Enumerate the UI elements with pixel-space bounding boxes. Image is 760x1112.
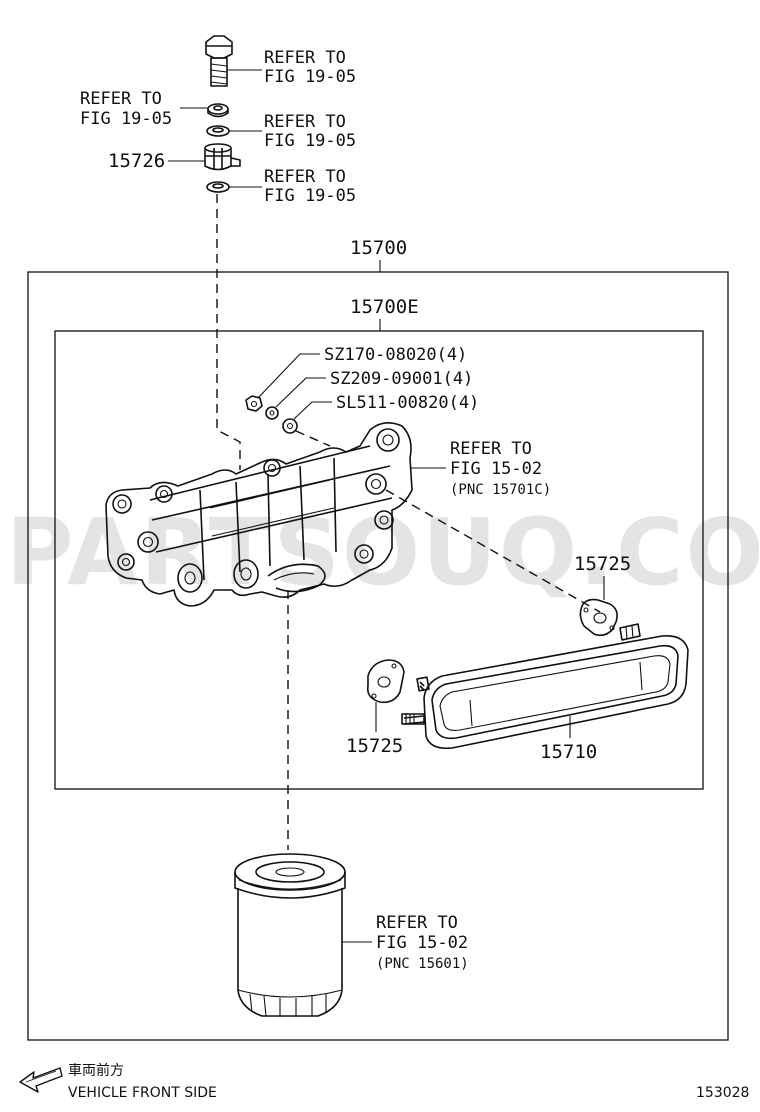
label-15700E: 15700E <box>350 296 419 318</box>
label-15725-right: 15725 <box>574 553 631 575</box>
label-15726: 15726 <box>108 150 165 172</box>
oil-filter[interactable] <box>234 853 346 1017</box>
refer-left-washer-line2: FIG 19-05 <box>80 109 172 129</box>
refer-left-washer-line1: REFER TO <box>80 89 162 109</box>
gasket-15725-left[interactable] <box>366 659 405 704</box>
label-sl511: SL511-00820(4) <box>336 393 479 413</box>
direction-label-en: VEHICLE FRONT SIDE <box>68 1085 217 1101</box>
washer-lower[interactable] <box>206 181 230 193</box>
washer-sz209[interactable] <box>265 406 279 420</box>
gasket-15725-right[interactable] <box>579 598 618 637</box>
oil-cooler-housing[interactable] <box>105 422 413 607</box>
refer-bolt-line2: FIG 19-05 <box>264 67 356 87</box>
label-15700: 15700 <box>350 237 407 259</box>
washer-middle[interactable] <box>206 125 230 137</box>
refer-housing-line1: REFER TO <box>450 439 532 459</box>
label-15725-left: 15725 <box>346 735 403 757</box>
refer-bottom-washer-line2: FIG 19-05 <box>264 186 356 206</box>
refer-bottom-washer-line1: REFER TO <box>264 167 346 187</box>
label-sz170: SZ170-08020(4) <box>324 345 467 365</box>
bolt[interactable] <box>205 35 233 87</box>
nut-sz170[interactable] <box>245 395 263 412</box>
refer-housing-line2: FIG 15-02 <box>450 459 542 479</box>
refer-washer2-line1: REFER TO <box>264 112 346 132</box>
assembly-frame <box>27 271 729 1041</box>
watermark: PARTSOUQ.COM <box>6 499 760 606</box>
front-direction-arrow-icon <box>19 1067 63 1093</box>
refer-washer2-line2: FIG 19-05 <box>264 131 356 151</box>
refer-filter-line1: REFER TO <box>376 913 458 933</box>
sub-assembly-frame <box>54 330 704 790</box>
label-15710: 15710 <box>540 741 597 763</box>
refer-housing-line3: (PNC 15701C) <box>450 482 551 498</box>
figure-number: 153028 <box>696 1085 749 1101</box>
refer-bolt-line1: REFER TO <box>264 48 346 68</box>
union-bolt-15726[interactable] <box>204 143 241 171</box>
direction-label-jp: 車両前方 <box>68 1062 124 1079</box>
refer-filter-line2: FIG 15-02 <box>376 933 468 953</box>
oil-cooler-15710[interactable] <box>401 623 689 750</box>
refer-filter-line3: (PNC 15601) <box>376 956 469 972</box>
label-sz209: SZ209-09001(4) <box>330 369 473 389</box>
washer-sl511[interactable] <box>282 418 298 434</box>
washer-upper[interactable] <box>207 103 229 118</box>
